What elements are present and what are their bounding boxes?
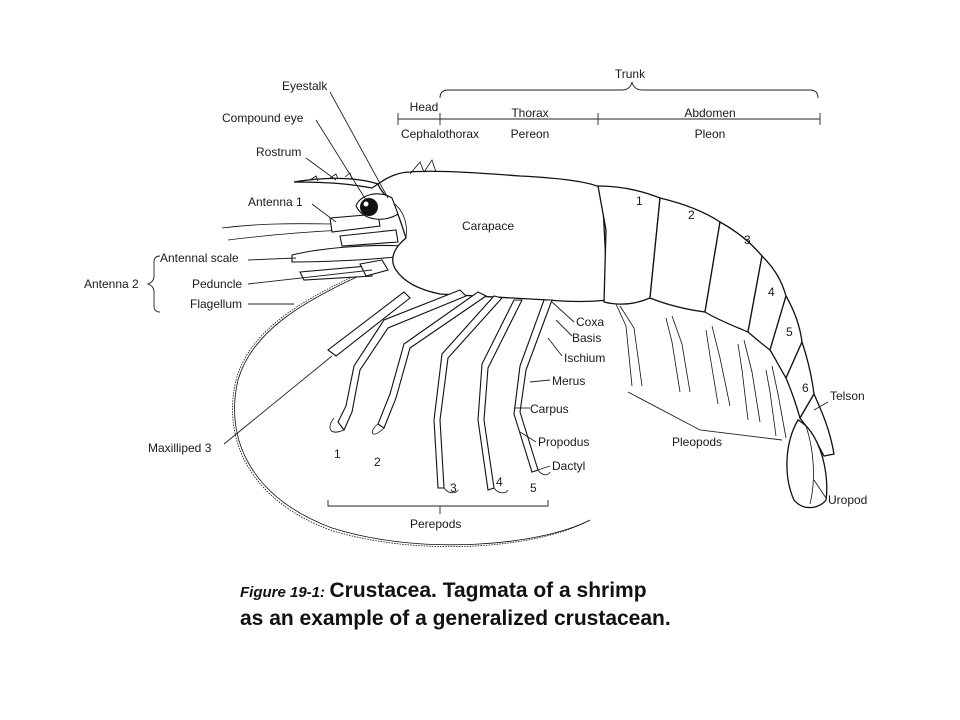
leg-number: 4 [496, 475, 503, 489]
merus-label: Merus [552, 374, 585, 388]
flagellum-label: Flagellum [190, 297, 242, 311]
head-label: Head [410, 100, 439, 114]
ischium-label: Ischium [564, 351, 605, 365]
segment-number: 4 [768, 285, 775, 299]
leg-numbers: 1 2 3 4 5 [334, 447, 537, 495]
eyestalk-label: Eyestalk [282, 79, 328, 93]
caption-line-1: Figure 19-1: Crustacea. Tagmata of a shr… [240, 578, 860, 606]
pleopods-group [615, 303, 787, 439]
carapace [377, 170, 609, 303]
leg-number: 3 [450, 481, 457, 495]
antenna-2-label: Antenna 2 [84, 277, 139, 291]
legs-group [327, 289, 553, 494]
telson-label: Telson [830, 389, 865, 403]
dactyl-label: Dactyl [552, 459, 585, 473]
peduncle [299, 265, 373, 281]
segment-number: 3 [744, 233, 751, 247]
figure-caption: Figure 19-1: Crustacea. Tagmata of a shr… [240, 578, 860, 632]
trunk-brace [439, 81, 819, 99]
segment-number: 6 [802, 381, 809, 395]
figure-number: Figure 19-1: [240, 584, 326, 601]
cephalothorax-label: Cephalothorax [401, 127, 479, 141]
uropod [786, 419, 828, 509]
propodus-label: Propodus [538, 435, 589, 449]
antennal-scale [291, 244, 405, 263]
basis-label: Basis [572, 331, 601, 345]
antenna-1 [221, 213, 399, 247]
segment-number: 5 [786, 325, 793, 339]
abdomen [597, 185, 835, 509]
perepods-label: Perepods [410, 517, 461, 531]
thorax-label: Thorax [511, 106, 548, 120]
carpus-label: Carpus [530, 402, 569, 416]
compound-eye [360, 198, 378, 216]
pereon-label: Pereon [511, 127, 550, 141]
abdomen-label: Abdomen [684, 106, 735, 120]
antennal-scale-label: Antennal scale [160, 251, 239, 265]
rostrum-label: Rostrum [256, 145, 301, 159]
maxilliped-3-label: Maxilliped 3 [148, 441, 212, 455]
trunk-label: Trunk [615, 67, 646, 81]
leg-number: 2 [374, 455, 381, 469]
compound-eye-label: Compound eye [222, 111, 304, 125]
segment-number: 2 [688, 208, 695, 222]
uropod-label: Uropod [828, 493, 867, 507]
pleopods-label: Pleopods [672, 435, 722, 449]
leg-number: 5 [530, 481, 537, 495]
labels: Eyestalk Compound eye Rostrum Antenna 1 … [84, 79, 867, 531]
segment-number: 1 [636, 194, 643, 208]
antenna-2-flagellum [232, 267, 591, 548]
leg-number: 1 [334, 447, 341, 461]
abdominal-segment-numbers: 1 2 3 4 5 6 [636, 194, 809, 395]
caption-title-1: Crustacea. Tagmata of a shrimp [329, 579, 647, 602]
coxa-label: Coxa [576, 315, 604, 329]
antenna-1-label: Antenna 1 [248, 195, 303, 209]
tagmata-scale: Trunk Head Thorax Abdomen Cephalothorax … [397, 67, 821, 141]
pleon-label: Pleon [695, 127, 726, 141]
caption-title-2: as an example of a generalized crustacea… [240, 607, 671, 630]
carapace-label: Carapace [462, 219, 514, 233]
peduncle-label: Peduncle [192, 277, 242, 291]
leader-lines [146, 91, 829, 514]
